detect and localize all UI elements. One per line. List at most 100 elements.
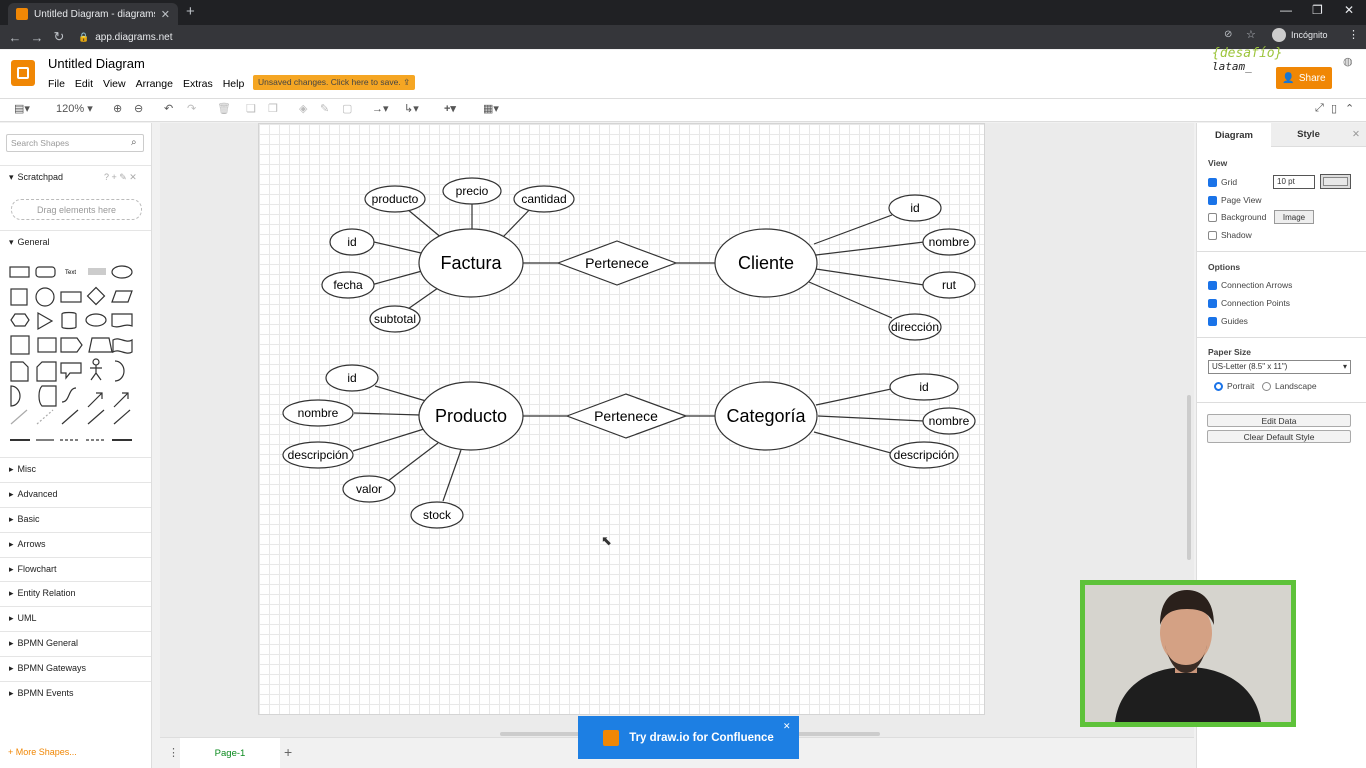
shadow-option[interactable]: Shadow — [1208, 230, 1252, 240]
document-title[interactable]: Untitled Diagram — [48, 56, 145, 71]
shape-palette[interactable]: Text — [8, 262, 148, 447]
redo-icon[interactable]: ↷ — [187, 103, 197, 115]
scratchpad-drop-zone[interactable]: Drag elements here — [11, 199, 142, 220]
tab-diagram[interactable]: Diagram — [1197, 123, 1271, 147]
landscape-radio[interactable] — [1262, 381, 1271, 391]
share-button[interactable]: 👤Share — [1276, 67, 1332, 89]
edit-data-button[interactable]: Edit Data — [1207, 414, 1351, 427]
connection-style-icon[interactable]: →▾ — [372, 103, 389, 115]
search-icon[interactable]: ⌕ — [131, 137, 137, 148]
try-confluence-banner[interactable]: Try draw.io for Confluence — [578, 716, 799, 759]
shadow-checkbox[interactable] — [1208, 230, 1217, 240]
minimize-icon[interactable]: — — [1280, 3, 1292, 17]
scratchpad-tools[interactable]: ? + ✎ ✕ — [104, 172, 137, 182]
insert-icon[interactable]: +▾ — [444, 103, 456, 115]
connection-points-option[interactable]: Connection Points — [1208, 298, 1290, 308]
unsaved-changes-button[interactable]: Unsaved changes. Click here to save. ⇪ — [253, 75, 416, 90]
collapse-icon[interactable]: ⌃ — [1345, 103, 1355, 115]
menu-file[interactable]: File — [48, 78, 65, 90]
clear-default-style-button[interactable]: Clear Default Style — [1207, 430, 1351, 443]
library-bpmn-general[interactable]: ▸BPMN General — [0, 631, 151, 655]
pages-menu-icon[interactable]: ⋮ — [168, 747, 179, 759]
close-panel-icon[interactable]: ✕ — [1346, 123, 1366, 147]
menu-help[interactable]: Help — [222, 78, 245, 90]
format-panel-icon[interactable]: ▤▾ — [14, 103, 30, 115]
library-advanced[interactable]: ▸Advanced — [0, 482, 151, 506]
zoom-select[interactable]: 120% ▾ — [56, 103, 93, 115]
back-icon[interactable]: ← — [8, 29, 22, 45]
globe-icon[interactable]: ◍ — [1343, 56, 1353, 68]
table-icon[interactable]: ▦▾ — [483, 103, 499, 115]
library-misc[interactable]: ▸Misc — [0, 457, 151, 481]
page-view-checkbox[interactable] — [1208, 195, 1217, 205]
zoom-in-icon[interactable]: ⊕ — [113, 103, 123, 115]
fill-color-icon[interactable]: ◈ — [299, 103, 308, 115]
grid-checkbox[interactable] — [1208, 177, 1217, 187]
tab-style[interactable]: Style — [1271, 123, 1346, 147]
connection-arrows-checkbox[interactable] — [1208, 280, 1217, 290]
scratchpad-section[interactable]: ▾Scratchpad — [0, 165, 151, 189]
er-diagram[interactable]: Factura Cliente Producto Categoría Perte… — [258, 123, 985, 715]
incognito-badge[interactable]: Incógnito — [1272, 28, 1328, 42]
menu-extras[interactable]: Extras — [182, 78, 213, 90]
to-back-icon[interactable]: ❐ — [268, 103, 278, 115]
vertical-scrollbar[interactable] — [1187, 395, 1191, 560]
restore-icon[interactable]: ❐ — [1312, 3, 1323, 17]
waypoints-icon[interactable]: ↳▾ — [404, 103, 419, 115]
label-producto-nombre: nombre — [298, 406, 339, 420]
reload-icon[interactable]: ↻ — [53, 29, 65, 44]
general-section[interactable]: ▾General — [0, 230, 151, 254]
portrait-option[interactable]: Portrait — [1214, 381, 1254, 391]
portrait-radio[interactable] — [1214, 381, 1223, 391]
line-color-icon[interactable]: ✎ — [320, 103, 330, 115]
library-bpmn-gateways[interactable]: ▸BPMN Gateways — [0, 656, 151, 680]
menu-view[interactable]: View — [103, 78, 126, 90]
library-arrows[interactable]: ▸Arrows — [0, 532, 151, 556]
add-page-icon[interactable]: + — [284, 744, 293, 760]
shadow-icon[interactable]: ▢ — [342, 103, 353, 115]
paper-size-select[interactable]: US-Letter (8.5" x 11")▾ — [1208, 360, 1351, 374]
library-basic[interactable]: ▸Basic — [0, 507, 151, 531]
diagram-page[interactable] — [258, 123, 985, 715]
grid-option[interactable]: Grid — [1208, 177, 1237, 187]
close-banner-icon[interactable]: ✕ — [783, 721, 791, 731]
delete-icon[interactable]: 🗑 — [217, 103, 231, 115]
label-categoria: Categoría — [726, 406, 806, 426]
guides-checkbox[interactable] — [1208, 316, 1217, 326]
format-toggle-icon[interactable]: ▯ — [1331, 103, 1338, 115]
guides-option[interactable]: Guides — [1208, 316, 1248, 326]
browser-menu-icon[interactable]: ⋮ — [1348, 29, 1359, 41]
new-tab-icon[interactable]: + — [186, 3, 195, 20]
clear-style-label: Clear Default Style — [1243, 431, 1315, 442]
menu-arrange[interactable]: Arrange — [135, 78, 173, 90]
library-uml[interactable]: ▸UML — [0, 606, 151, 630]
search-shapes-input[interactable]: Search Shapes — [6, 134, 144, 152]
library-flowchart[interactable]: ▸Flowchart — [0, 557, 151, 581]
bookmark-star-icon[interactable]: ☆ — [1246, 29, 1256, 41]
grid-color-button[interactable] — [1320, 174, 1351, 189]
page-tab[interactable]: Page-1 — [180, 738, 280, 768]
page-view-option[interactable]: Page View — [1208, 195, 1261, 205]
eye-off-icon[interactable]: ⊘ — [1224, 29, 1233, 40]
library-bpmn-events[interactable]: ▸BPMN Events — [0, 681, 151, 705]
grid-size-input[interactable]: 10 pt — [1273, 175, 1315, 189]
connection-points-checkbox[interactable] — [1208, 298, 1217, 308]
image-button[interactable]: Image — [1274, 210, 1314, 224]
to-front-icon[interactable]: ❏ — [246, 103, 256, 115]
fullscreen-icon[interactable]: ⤢ — [1315, 102, 1324, 114]
browser-tab[interactable]: Untitled Diagram - diagrams.net ✕ — [8, 3, 178, 25]
library-entity-relation[interactable]: ▸Entity Relation — [0, 581, 151, 605]
connection-arrows-option[interactable]: Connection Arrows — [1208, 280, 1292, 290]
background-option[interactable]: Background — [1208, 212, 1266, 222]
landscape-option[interactable]: Landscape — [1262, 381, 1317, 391]
menu-edit[interactable]: Edit — [74, 78, 94, 90]
url-field[interactable]: 🔒 app.diagrams.net — [78, 27, 1258, 47]
more-shapes-button[interactable]: + More Shapes... — [8, 747, 77, 757]
undo-icon[interactable]: ↶ — [164, 103, 174, 115]
zoom-out-icon[interactable]: ⊖ — [134, 103, 144, 115]
window-close-icon[interactable]: ✕ — [1344, 3, 1355, 17]
toolbar — [0, 98, 1366, 122]
background-checkbox[interactable] — [1208, 212, 1217, 222]
close-tab-icon[interactable]: ✕ — [160, 8, 170, 21]
forward-icon[interactable]: → — [30, 29, 44, 45]
